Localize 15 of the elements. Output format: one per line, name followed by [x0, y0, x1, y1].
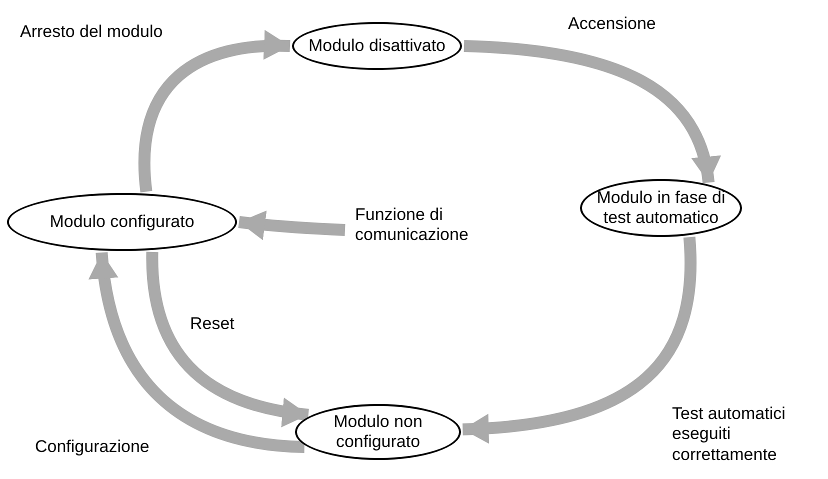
state-label: Modulo configurato: [48, 212, 196, 232]
state-label: Modulo in fase di test automatico: [596, 188, 726, 228]
edge-label: Test automatici eseguiti correttamente: [672, 404, 786, 466]
curved-arrow: [138, 30, 290, 192]
curved-arrow: [464, 40, 720, 184]
state-label: Modulo non configurato: [332, 412, 424, 452]
curved-arrow: [238, 210, 346, 240]
edge-label: Reset: [190, 314, 236, 334]
edge-label: Funzione di comunicazione: [355, 205, 470, 246]
edge-label: Arresto del modulo: [20, 22, 164, 42]
state-label: Modulo disattivato: [307, 36, 447, 56]
curved-arrow: [462, 236, 697, 443]
curved-arrow: [146, 252, 310, 426]
edge-label: Configurazione: [35, 437, 150, 458]
edge-label: Accensione: [568, 14, 657, 34]
